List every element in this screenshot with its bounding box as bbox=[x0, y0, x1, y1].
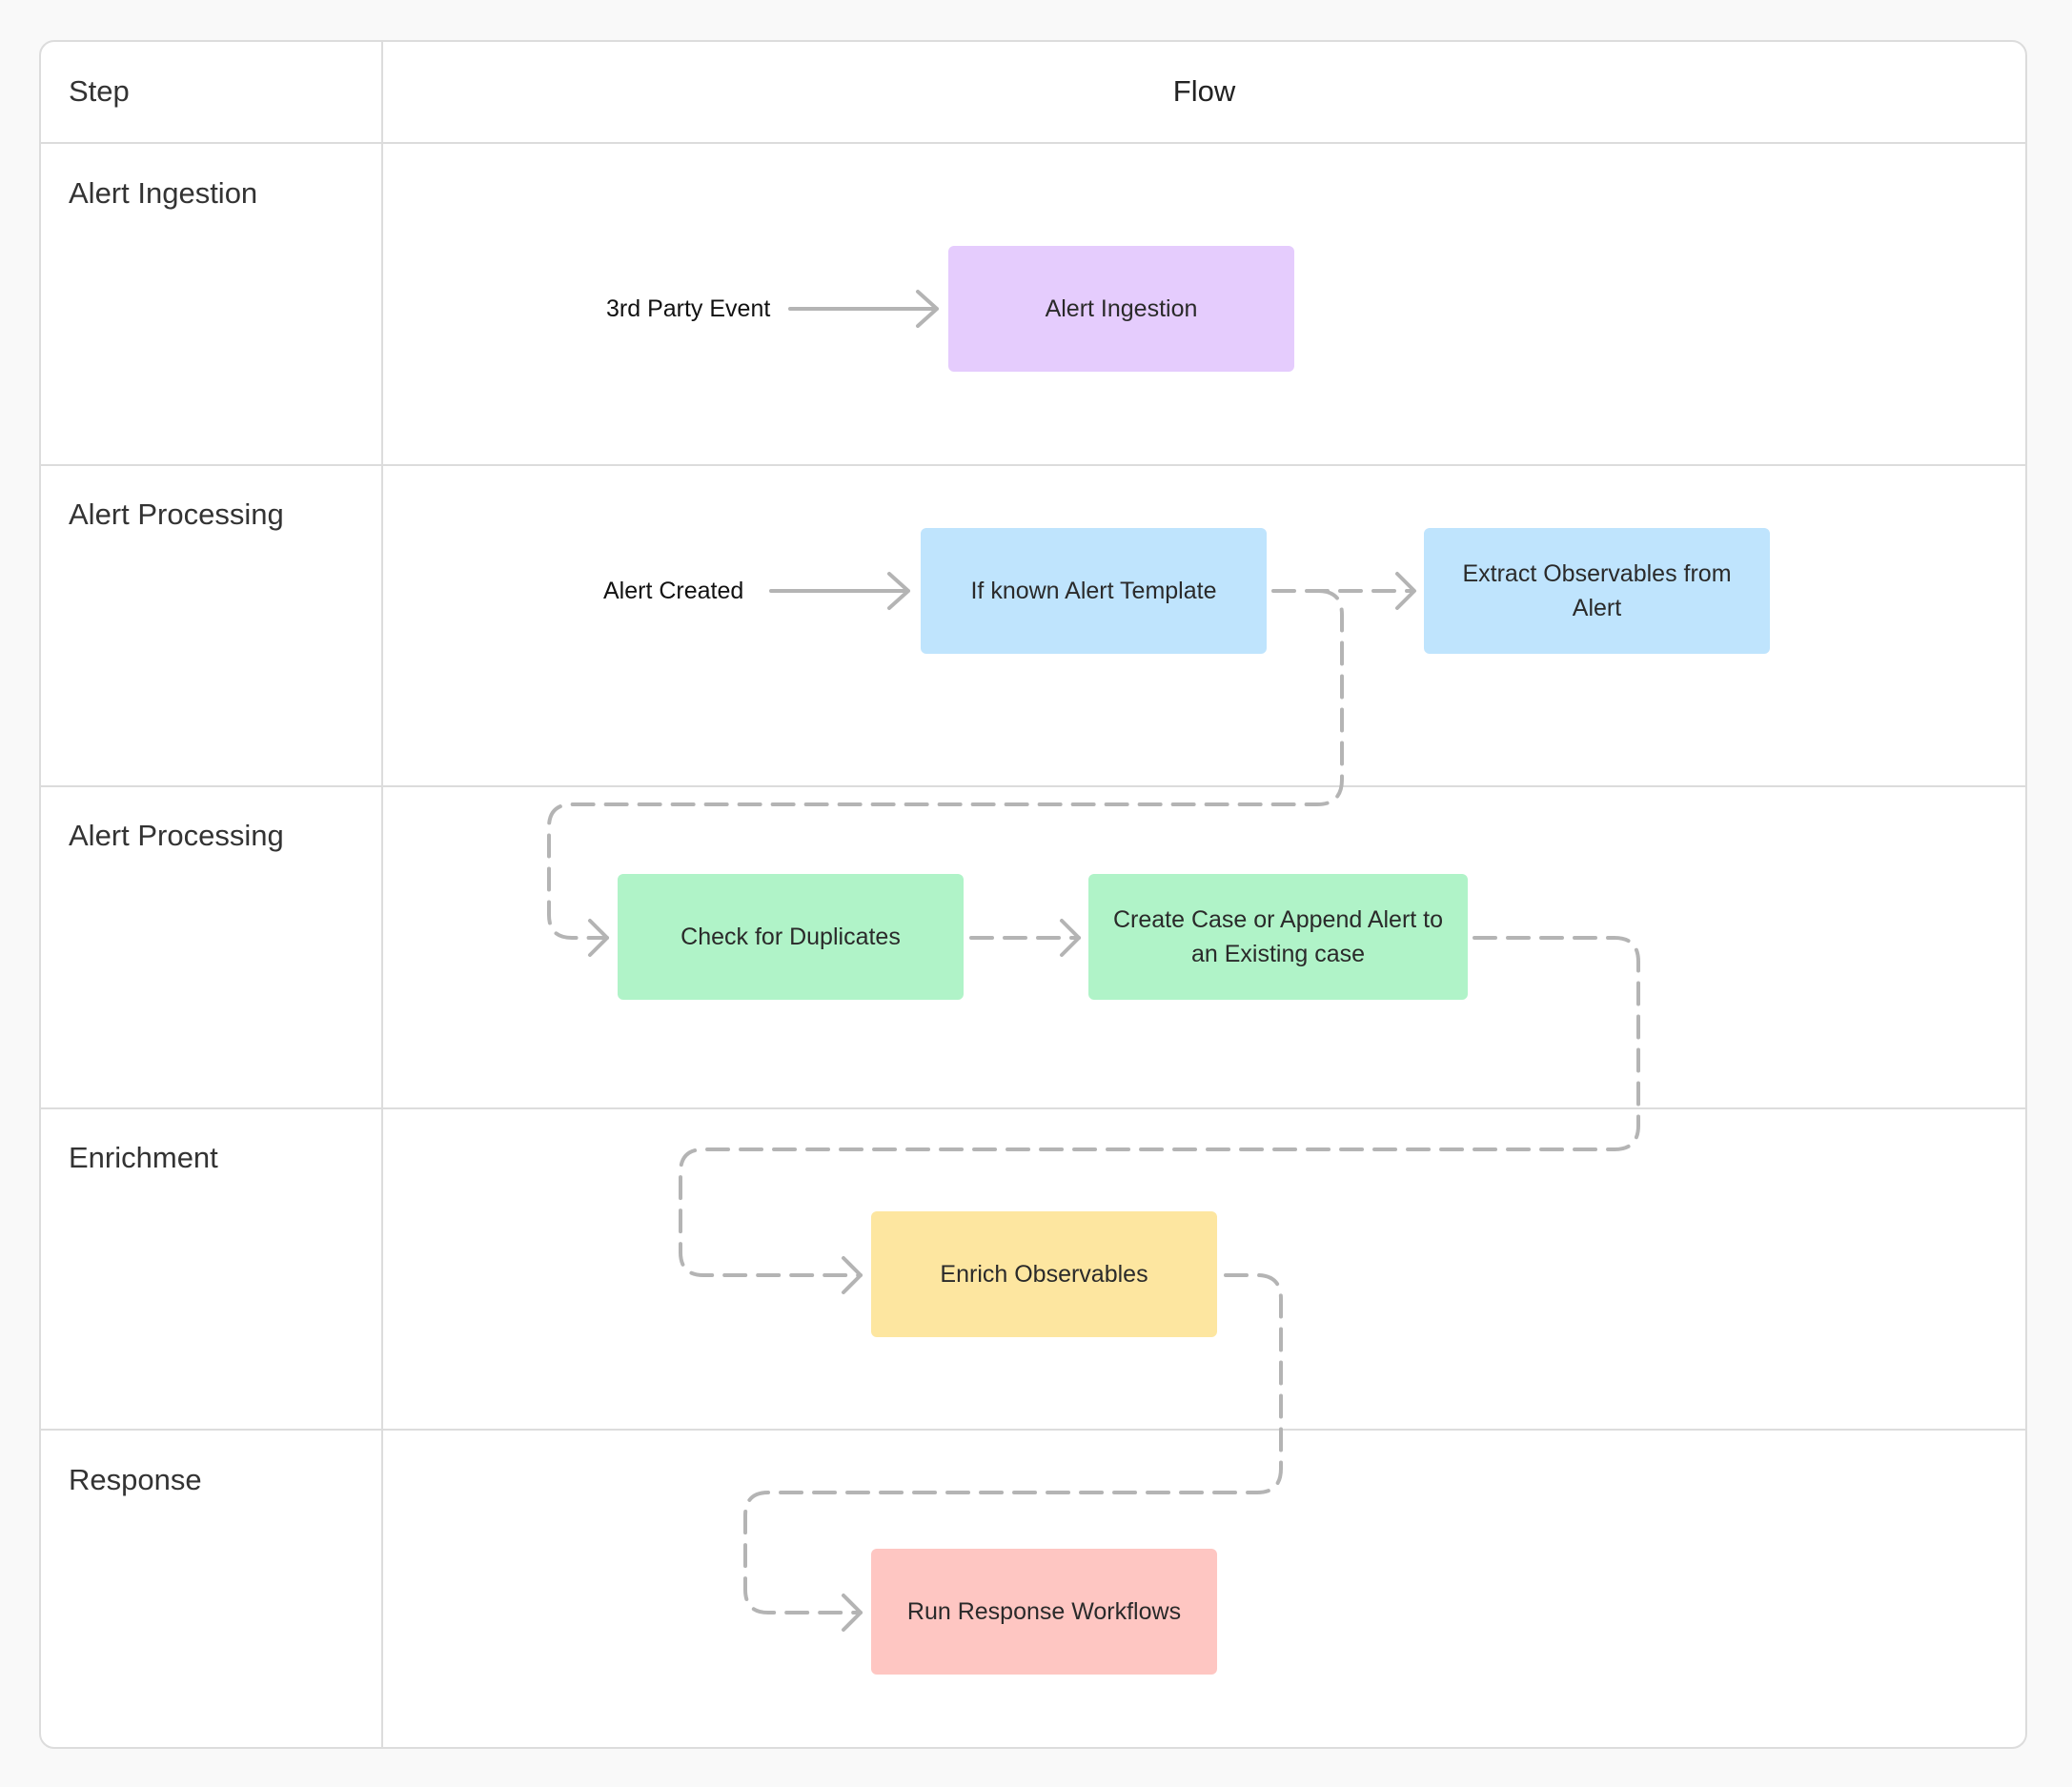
row-divider bbox=[41, 1107, 2025, 1109]
node-alert-ingestion: Alert Ingestion bbox=[948, 246, 1294, 372]
arrow-enrich-to-response bbox=[743, 1273, 1283, 1614]
row-divider bbox=[41, 142, 2025, 144]
row-divider bbox=[41, 464, 2025, 466]
step-column-header: Step bbox=[69, 74, 130, 108]
column-divider bbox=[381, 42, 383, 1747]
arrow-create-case-to-enrich bbox=[679, 936, 1640, 1277]
arrowhead-create-case bbox=[1060, 919, 1081, 957]
source-alert-created: Alert Created bbox=[603, 578, 744, 604]
step-alert-ingestion: Alert Ingestion bbox=[69, 176, 258, 210]
node-create-case: Create Case or Append Alert to an Existi… bbox=[1088, 874, 1468, 1000]
node-extract-observables: Extract Observables from Alert bbox=[1424, 528, 1770, 654]
arrow-template-to-check-duplicates bbox=[547, 589, 1344, 940]
arrowhead-template-to-extract bbox=[1395, 572, 1416, 610]
arrowhead-response bbox=[842, 1594, 863, 1632]
connectors bbox=[547, 290, 1640, 1632]
source-third-party-event: 3rd Party Event bbox=[606, 295, 771, 322]
node-check-duplicates: Check for Duplicates bbox=[618, 874, 964, 1000]
step-alert-processing-1: Alert Processing bbox=[69, 498, 284, 531]
row-divider bbox=[41, 785, 2025, 787]
arrowhead-enrich bbox=[842, 1256, 863, 1294]
step-enrichment: Enrichment bbox=[69, 1141, 218, 1174]
arrow-third-party-to-ingestion bbox=[788, 290, 939, 328]
step-response: Response bbox=[69, 1463, 202, 1496]
flow-column-header: Flow bbox=[1172, 74, 1236, 108]
arrowhead-check-duplicates bbox=[588, 919, 609, 957]
node-run-response-workflows: Run Response Workflows bbox=[871, 1549, 1217, 1675]
step-alert-processing-2: Alert Processing bbox=[69, 819, 284, 852]
arrow-alert-created-to-template bbox=[769, 572, 910, 610]
node-enrich-observables: Enrich Observables bbox=[871, 1211, 1217, 1337]
row-divider bbox=[41, 1429, 2025, 1431]
node-known-alert-template: If known Alert Template bbox=[921, 528, 1267, 654]
